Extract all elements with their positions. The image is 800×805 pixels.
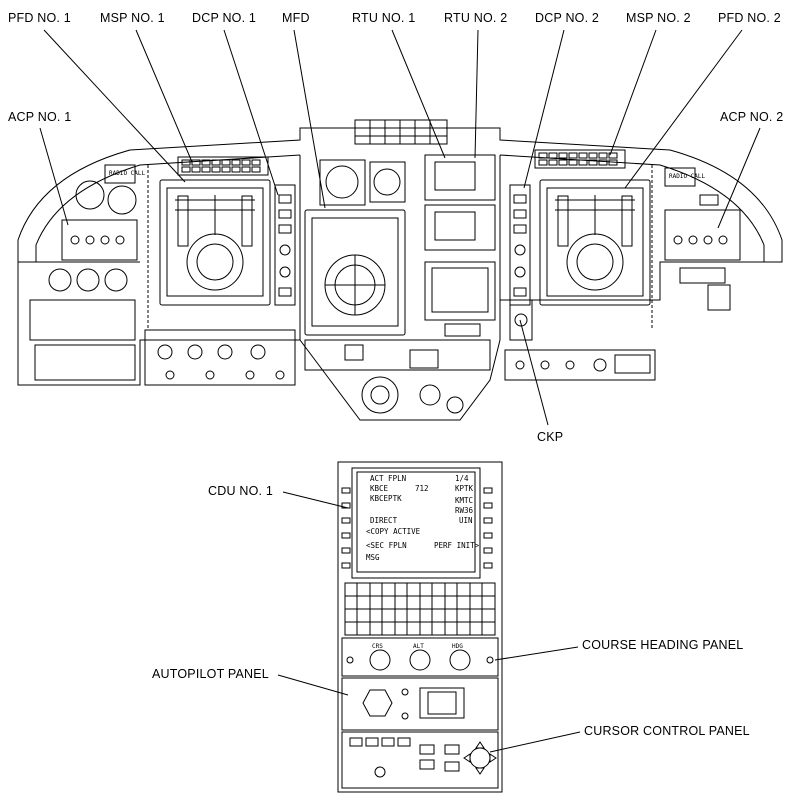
radio-call-left: RADIO CALL bbox=[109, 170, 146, 177]
mfd-bezel bbox=[304, 209, 406, 336]
svg-text:DIRECT: DIRECT bbox=[370, 516, 398, 525]
label-rtu1: RTU NO. 1 bbox=[352, 11, 416, 25]
leader-msp1 bbox=[135, 29, 193, 163]
acp1-panel bbox=[61, 219, 138, 261]
leader-mfd bbox=[293, 29, 326, 209]
alt-knob bbox=[409, 649, 431, 671]
center-display bbox=[424, 261, 496, 321]
cursor-joystick bbox=[469, 747, 491, 769]
crs-knob bbox=[369, 649, 391, 671]
standby-attitude bbox=[319, 159, 366, 206]
cdu-screen-bezel bbox=[351, 467, 481, 579]
label-cdu1: CDU NO. 1 bbox=[208, 484, 274, 498]
leader-ckp bbox=[519, 319, 549, 426]
label-pfd2: PFD NO. 2 bbox=[718, 11, 781, 25]
leader-dcp2 bbox=[523, 29, 565, 189]
svg-text:1/4: 1/4 bbox=[455, 474, 469, 483]
rtu2-panel bbox=[424, 204, 496, 251]
leader-course bbox=[494, 646, 579, 661]
label-acp2: ACP NO. 2 bbox=[720, 110, 784, 124]
annunciator-panel bbox=[354, 119, 448, 145]
pedestal-top bbox=[304, 339, 491, 371]
label-ckp: CKP bbox=[537, 430, 564, 444]
svg-text:712: 712 bbox=[415, 484, 429, 493]
autopilot-hex-knob bbox=[362, 689, 393, 717]
svg-text:PERF INIT>: PERF INIT> bbox=[434, 541, 480, 550]
pfd2-bezel bbox=[539, 179, 651, 306]
cdu-keyboard bbox=[344, 582, 496, 636]
leader-rtu2 bbox=[474, 29, 479, 159]
svg-text:<SEC FPLN: <SEC FPLN bbox=[366, 541, 407, 550]
label-pfd1: PFD NO. 1 bbox=[8, 11, 71, 25]
leader-autopilot bbox=[277, 674, 349, 696]
svg-text:ACT FPLN: ACT FPLN bbox=[370, 474, 406, 483]
standby-altimeter bbox=[369, 161, 406, 203]
leader-rtu1 bbox=[391, 29, 446, 159]
label-acp1: ACP NO. 1 bbox=[8, 110, 72, 124]
alt-knob-label: ALT bbox=[413, 643, 424, 650]
radio-call-right: RADIO CALL bbox=[669, 173, 706, 180]
leader-pfd1 bbox=[43, 29, 186, 183]
svg-text:KMTC: KMTC bbox=[455, 496, 473, 505]
leader-msp2 bbox=[609, 29, 657, 156]
label-mfd: MFD bbox=[282, 11, 310, 25]
leader-dcp1 bbox=[223, 29, 279, 196]
label-dcp1: DCP NO. 1 bbox=[192, 11, 257, 25]
leader-pfd2 bbox=[624, 29, 743, 189]
cursor-control-panel-outline bbox=[341, 731, 499, 789]
course-heading-panel-outline bbox=[341, 637, 499, 677]
pfd1-bezel bbox=[159, 179, 271, 306]
leader-lines bbox=[39, 29, 761, 753]
label-msp2: MSP NO. 2 bbox=[626, 11, 691, 25]
svg-text:KBCEPTK: KBCEPTK bbox=[370, 494, 402, 503]
cdu-screen-text: ACT FPLN 1/4 KBCE 712 KPTK KBCEPTK KMTC … bbox=[366, 474, 480, 562]
leader-cdu bbox=[282, 491, 349, 509]
lower-switch-panel bbox=[144, 329, 296, 386]
instrument-panel-outline bbox=[17, 127, 783, 421]
rtu1-panel bbox=[424, 154, 496, 201]
msp1-keys bbox=[181, 159, 261, 173]
label-cursor-control: CURSOR CONTROL PANEL bbox=[584, 724, 750, 738]
label-msp1: MSP NO. 1 bbox=[100, 11, 165, 25]
svg-text:UIN: UIN bbox=[459, 516, 473, 525]
svg-text:MSG: MSG bbox=[366, 553, 380, 562]
leader-cursor bbox=[489, 731, 581, 753]
label-course-heading: COURSE HEADING PANEL bbox=[582, 638, 744, 652]
dcp1-panel bbox=[274, 184, 296, 306]
autopilot-panel-outline bbox=[341, 677, 499, 731]
annunciator-grid bbox=[355, 120, 447, 144]
ckp-panel bbox=[509, 299, 533, 341]
crs-knob-label: CRS bbox=[372, 643, 383, 650]
svg-text:KPTK: KPTK bbox=[455, 484, 474, 493]
label-rtu2: RTU NO. 2 bbox=[444, 11, 508, 25]
hdg-knob bbox=[449, 649, 471, 671]
svg-text:RW36: RW36 bbox=[455, 506, 474, 515]
label-autopilot: AUTOPILOT PANEL bbox=[152, 667, 269, 681]
svg-text:KBCE: KBCE bbox=[370, 484, 389, 493]
leader-acp2 bbox=[717, 127, 761, 229]
msp2-keys bbox=[538, 152, 618, 166]
msp2-panel bbox=[534, 149, 626, 169]
cdu-pedestal-outline bbox=[337, 461, 503, 793]
label-dcp2: DCP NO. 2 bbox=[535, 11, 600, 25]
dcp2-panel bbox=[509, 184, 531, 306]
acp2-panel bbox=[664, 209, 741, 261]
lower-right-switch-panel bbox=[504, 349, 656, 381]
leader-acp1 bbox=[39, 127, 69, 226]
svg-text:<COPY ACTIVE: <COPY ACTIVE bbox=[366, 527, 421, 536]
hdg-knob-label: HDG bbox=[452, 643, 463, 650]
cdu-line-select-keys bbox=[341, 487, 493, 569]
